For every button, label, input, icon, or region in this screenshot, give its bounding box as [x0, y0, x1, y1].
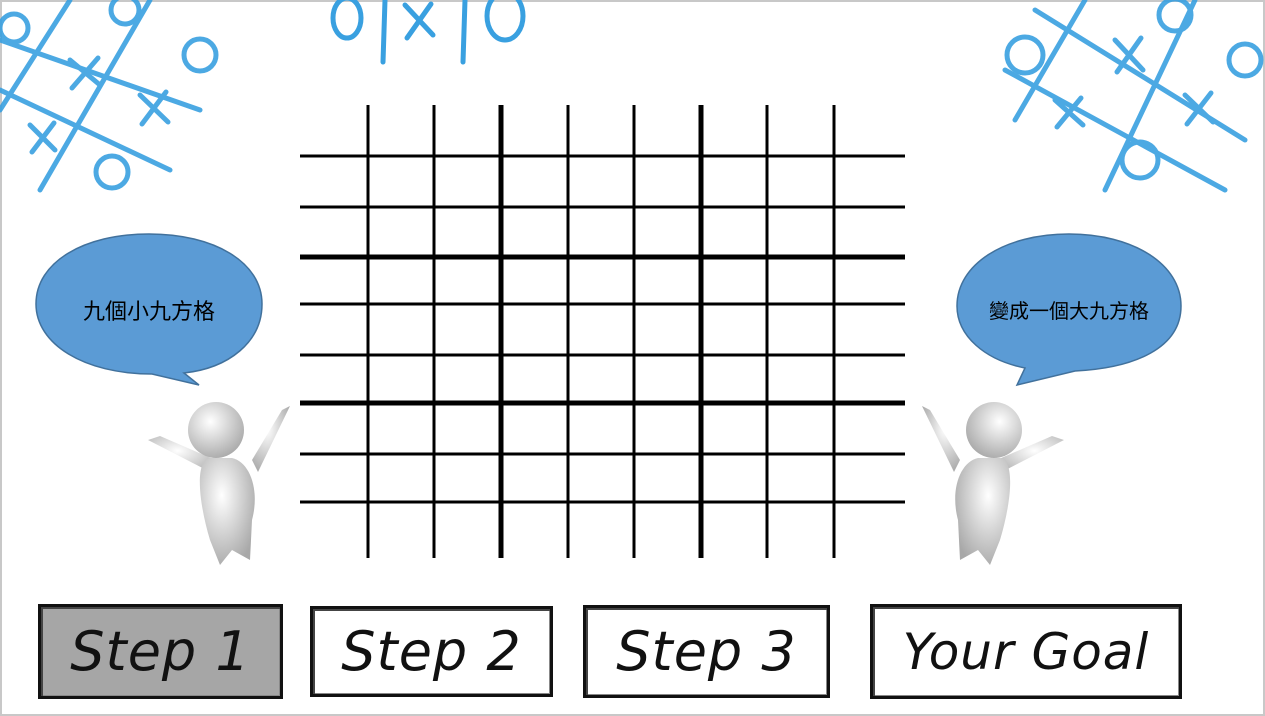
speech-bubble-icon	[35, 233, 263, 386]
right-speech-bubble: 變成一個大九方格	[955, 232, 1183, 387]
step-2-button[interactable]: Step 2	[310, 606, 553, 697]
right-bubble-text: 變成一個大九方格	[989, 299, 1149, 323]
step-3-label: Step 3	[616, 620, 797, 683]
step-1-label: Step 1	[70, 620, 251, 683]
step-1-button[interactable]: Step 1	[38, 604, 283, 699]
cheering-person-figure-icon	[922, 402, 1064, 565]
step-2-label: Step 2	[341, 620, 522, 683]
cheering-person-figure-icon	[148, 402, 290, 565]
left-speech-bubble: 九個小九方格	[34, 232, 264, 387]
sudoku-grid	[300, 105, 905, 558]
speech-bubble-icon	[956, 233, 1182, 387]
step-3-button[interactable]: Step 3	[583, 605, 830, 698]
your-goal-button[interactable]: Your Goal	[870, 604, 1182, 699]
tic-tac-toe-doodle-icon	[0, 0, 219, 193]
left-bubble-text: 九個小九方格	[82, 299, 215, 325]
your-goal-label: Your Goal	[902, 622, 1150, 681]
tic-tac-toe-doodle-icon	[330, 0, 526, 65]
tic-tac-toe-doodle-icon	[1002, 0, 1264, 193]
